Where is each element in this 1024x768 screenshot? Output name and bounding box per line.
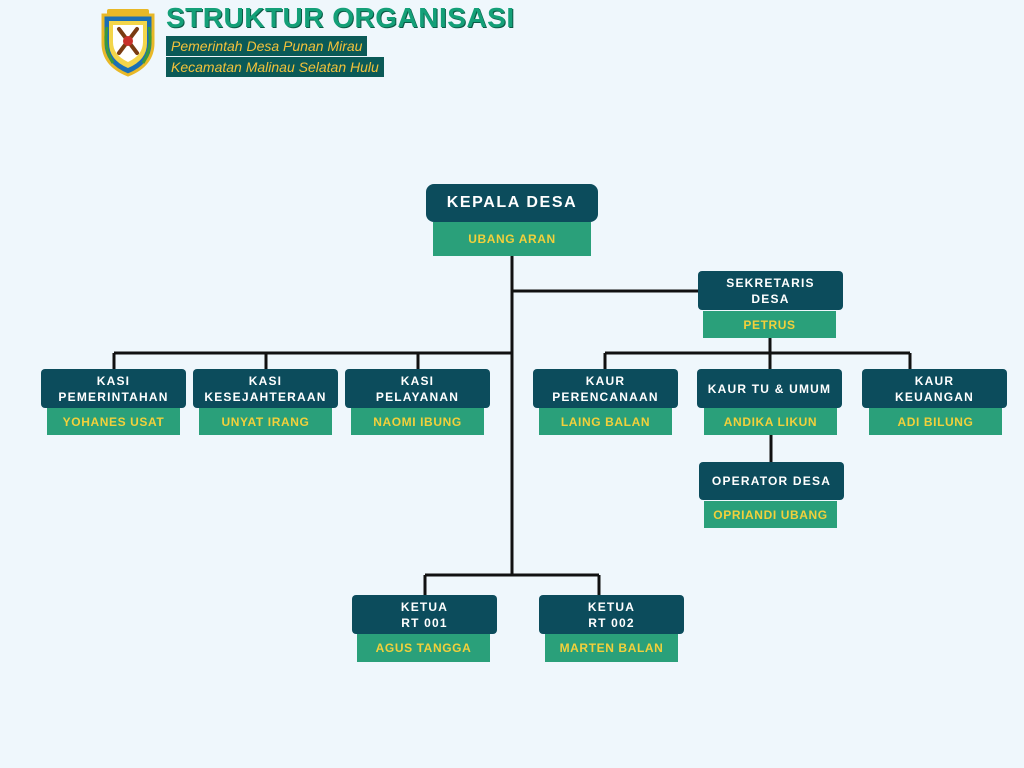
kepala-desa-name: UBANG ARAN [433, 222, 591, 256]
kasi-kesejahteraan-name: UNYAT IRANG [199, 408, 332, 435]
kaur-keuangan-node: KAUR KEUANGAN ADI BILUNG [862, 369, 1007, 435]
kaur-keuangan-role: KAUR KEUANGAN [862, 369, 1007, 408]
page-title: STRUKTUR ORGANISASI [166, 2, 515, 33]
kaur-perencanaan-role: KAUR PERENCANAAN [533, 369, 678, 408]
kaur-perencanaan-node: KAUR PERENCANAAN LAING BALAN [533, 369, 678, 435]
kepala-desa-node: KEPALA DESA UBANG ARAN [426, 184, 598, 256]
kasi-pemerintahan-name: YOHANES USAT [47, 408, 180, 435]
kasi-pemerintahan-role: KASI PEMERINTAHAN [41, 369, 186, 408]
sekretaris-desa-role: SEKRETARIS DESA [698, 271, 843, 310]
operator-desa-role: OPERATOR DESA [699, 462, 844, 500]
kasi-pelayanan-name: NAOMI IBUNG [351, 408, 484, 435]
ketua-rt002-name: MARTEN BALAN [545, 634, 678, 662]
kasi-kesejahteraan-node: KASI KESEJAHTERAAN UNYAT IRANG [193, 369, 338, 435]
operator-desa-name: OPRIANDI UBANG [704, 501, 837, 528]
ketua-rt002-node: KETUA RT 002 MARTEN BALAN [539, 595, 684, 662]
regency-emblem-icon [101, 9, 155, 77]
kaur-tu-umum-node: KAUR TU & UMUM ANDIKA LIKUN [697, 369, 842, 435]
kasi-pelayanan-role: KASI PELAYANAN [345, 369, 490, 408]
kaur-perencanaan-name: LAING BALAN [539, 408, 672, 435]
ketua-rt001-node: KETUA RT 001 AGUS TANGGA [352, 595, 497, 662]
kaur-tu-umum-role: KAUR TU & UMUM [697, 369, 842, 408]
kepala-desa-role: KEPALA DESA [426, 184, 598, 222]
ketua-rt001-role: KETUA RT 001 [352, 595, 497, 634]
kasi-pemerintahan-node: KASI PEMERINTAHAN YOHANES USAT [41, 369, 186, 435]
kasi-pelayanan-node: KASI PELAYANAN NAOMI IBUNG [345, 369, 490, 435]
kasi-kesejahteraan-role: KASI KESEJAHTERAAN [193, 369, 338, 408]
subtitle-village: Pemerintah Desa Punan Mirau [166, 36, 368, 56]
sekretaris-desa-name: PETRUS [703, 311, 836, 338]
ketua-rt001-name: AGUS TANGGA [357, 634, 490, 662]
sekretaris-desa-node: SEKRETARIS DESA PETRUS [698, 271, 843, 338]
kaur-keuangan-name: ADI BILUNG [869, 408, 1002, 435]
ketua-rt002-role: KETUA RT 002 [539, 595, 684, 634]
operator-desa-node: OPERATOR DESA OPRIANDI UBANG [699, 462, 844, 528]
kaur-tu-umum-name: ANDIKA LIKUN [704, 408, 837, 435]
subtitle-district: Kecamatan Malinau Selatan Hulu [166, 57, 384, 77]
